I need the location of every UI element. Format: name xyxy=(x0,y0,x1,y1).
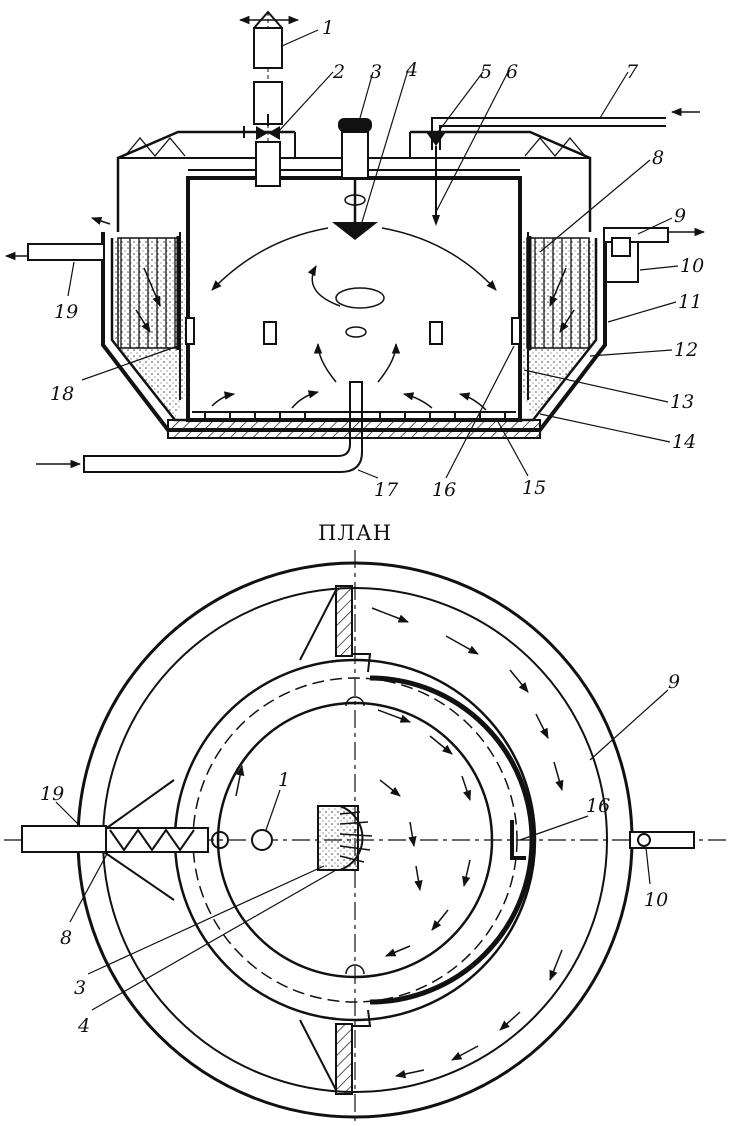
plan-callout-16: 16 xyxy=(586,795,610,817)
callout-12: 12 xyxy=(674,339,698,361)
right-scraper xyxy=(511,317,521,345)
gas-valve xyxy=(243,114,281,187)
aeration-ring xyxy=(216,701,494,979)
mixer-plan xyxy=(317,805,373,871)
callout-13: 13 xyxy=(670,391,694,413)
inspection-window-left xyxy=(263,321,277,345)
right-thin-layer-modules xyxy=(526,237,590,349)
plan-callout-3: 3 xyxy=(74,977,86,999)
plan-callout-1: 1 xyxy=(278,769,290,791)
air-supply-pipe xyxy=(426,107,700,226)
callout-14: 14 xyxy=(672,431,696,453)
callout-17: 17 xyxy=(374,479,399,501)
outlet-pipe-plan-left xyxy=(21,825,107,853)
plan-view: 19 1 9 16 8 10 3 4 xyxy=(4,550,728,1122)
plan-flow-arrows xyxy=(235,607,564,1079)
plan-callout-4: 4 xyxy=(77,1015,90,1037)
plan-callout-19: 19 xyxy=(40,783,64,805)
plan-title: ПЛАН xyxy=(318,521,392,545)
callout-18: 18 xyxy=(50,383,74,405)
plan-callout-10: 10 xyxy=(644,889,668,911)
support-frames xyxy=(299,585,372,1095)
section-leaders xyxy=(67,29,679,479)
callout-16: 16 xyxy=(432,479,456,501)
plan-callout-9: 9 xyxy=(668,671,680,693)
callout-10: 10 xyxy=(680,255,704,277)
plan-callout-8: 8 xyxy=(60,927,72,949)
callout-1: 1 xyxy=(322,17,334,39)
section-view: 1 2 3 4 5 6 7 8 9 10 11 12 13 14 15 16 1… xyxy=(4,10,706,501)
outlet-pipe-left xyxy=(4,243,105,261)
callout-4: 4 xyxy=(405,59,418,81)
callout-11: 11 xyxy=(678,291,702,313)
screw-conveyor xyxy=(103,779,273,901)
callout-7: 7 xyxy=(626,61,639,83)
vent-stack-plan xyxy=(251,829,273,851)
inlet-pipe xyxy=(36,326,367,473)
inspection-window-right xyxy=(429,321,443,345)
left-scraper xyxy=(185,317,195,345)
mixer-motor xyxy=(338,118,372,222)
callout-19: 19 xyxy=(54,301,78,323)
plan-leaders xyxy=(55,689,669,1011)
bottom-aerator-grid xyxy=(192,411,516,420)
vortex xyxy=(335,287,385,309)
plan-scraper xyxy=(510,820,526,860)
impeller xyxy=(332,222,378,240)
vent-stack xyxy=(238,10,300,170)
scraper-arc xyxy=(369,675,535,1005)
circulation-arrows xyxy=(91,217,575,411)
callout-5: 5 xyxy=(480,61,492,83)
outlet-pipe-plan-right xyxy=(629,831,695,849)
callout-6: 6 xyxy=(506,61,518,83)
base-slab xyxy=(167,419,541,439)
callout-8: 8 xyxy=(652,147,664,169)
callout-9: 9 xyxy=(674,205,686,227)
outlet-pipe-right xyxy=(603,227,706,283)
callout-2: 2 xyxy=(332,61,345,83)
callout-3: 3 xyxy=(370,61,382,83)
callout-15: 15 xyxy=(522,477,546,499)
